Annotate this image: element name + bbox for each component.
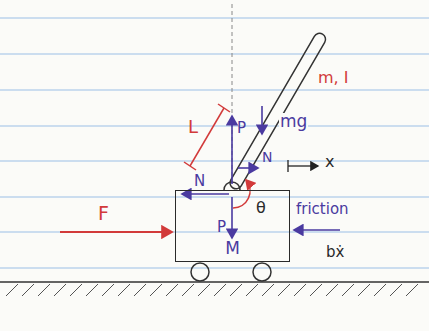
ground-hatch xyxy=(6,284,418,296)
force-label: friction xyxy=(296,202,349,217)
angle-arrow xyxy=(233,180,250,208)
wheel xyxy=(191,263,209,281)
cart-box: M xyxy=(175,190,290,262)
angle-label: θ xyxy=(256,200,266,216)
friction-term: bẋ xyxy=(326,245,344,260)
mass-label: M xyxy=(225,240,240,257)
force-label: N xyxy=(262,150,272,164)
force-arrow xyxy=(182,193,229,195)
length-label: L xyxy=(188,118,198,136)
axis-label: x xyxy=(325,154,334,170)
vertical-reference xyxy=(232,4,233,186)
force-arrow xyxy=(294,229,340,231)
force-label: mg xyxy=(279,113,308,130)
ground xyxy=(0,281,429,283)
force-label: F xyxy=(98,204,109,223)
force-arrow xyxy=(261,106,263,134)
force-arrow xyxy=(231,116,233,184)
force-arrow xyxy=(231,197,233,238)
force-arrow xyxy=(238,167,258,169)
force-label: P xyxy=(237,121,246,136)
pendulum-rod xyxy=(228,31,328,191)
paper-lines xyxy=(0,18,429,268)
force-label: N xyxy=(194,174,205,189)
length-dimension xyxy=(184,104,230,170)
mass-inertia-label: m, I xyxy=(318,70,348,86)
force-arrow xyxy=(60,231,172,233)
wheel xyxy=(253,263,271,281)
axis-tick xyxy=(287,160,288,172)
force-label: P xyxy=(217,220,226,235)
axis-arrow xyxy=(288,165,318,166)
